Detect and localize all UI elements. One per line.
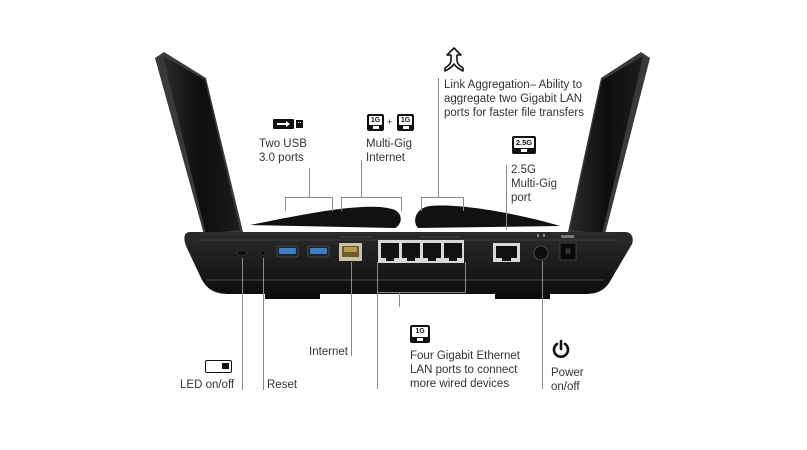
usb-bracket-right (332, 197, 333, 211)
la-bracket-left (421, 197, 422, 211)
usb-icon (273, 119, 303, 129)
usb-line-1: Two USB (259, 138, 307, 150)
port-notch (521, 149, 527, 152)
merge-arrow-icon (443, 46, 465, 72)
1g-label: 1G (412, 327, 428, 337)
power-button (533, 234, 549, 261)
mgi-bracket-left (341, 197, 342, 211)
1g-port-icon: 1G (397, 114, 414, 131)
power-line-1: Power (551, 367, 584, 379)
mgi-line-2: Internet (366, 152, 405, 164)
usb-bracket-left (285, 197, 286, 211)
lan-ports (378, 240, 464, 263)
multigig-internet-bracket (341, 197, 402, 198)
reset-text: Reset (267, 379, 298, 391)
mgi-bracket-right (401, 197, 402, 211)
port-notch (417, 338, 423, 341)
plus-sign: + (387, 117, 393, 127)
mgp-line-2: Multi-Gig (511, 178, 558, 190)
link-agg-line-3: ports for faster file transfers (444, 107, 584, 119)
internet-port (339, 243, 362, 261)
usb-ports (276, 245, 330, 258)
reset-hole (260, 250, 266, 256)
reset-callout-line (263, 258, 264, 390)
power-callout-line (542, 261, 543, 389)
2-5g-port-icon: 2.5G (512, 136, 536, 154)
multigig-internet-text: Multi-Gig Internet (366, 137, 412, 165)
internet-callout-line (351, 262, 352, 356)
multigig-port-text: 2.5G Multi-Gig port (511, 163, 557, 205)
lan-bracket (377, 292, 466, 293)
lan-text: Four Gigabit Ethernet LAN ports to conne… (410, 349, 520, 391)
led-text: LED on/off (180, 379, 235, 391)
1g-label: 1G (369, 116, 382, 125)
link-agg-line-2: aggregate two Gigabit LAN (444, 93, 583, 105)
usb-text: Two USB 3.0 ports (259, 137, 307, 165)
usb-bracket (285, 197, 333, 198)
power-icon (551, 339, 571, 359)
power-jack (559, 235, 577, 261)
multigig-port (493, 243, 520, 262)
usb-callout-line (309, 168, 310, 198)
1g-port-icon: 1G (410, 325, 430, 343)
lan-line-1: Four Gigabit Ethernet (410, 350, 520, 362)
link-agg-text: Link Aggregation– Ability to aggregate t… (444, 78, 584, 120)
usb-line-2: 3.0 ports (259, 152, 304, 164)
lan-bracket-right (465, 262, 466, 293)
link-agg-bracket (421, 197, 464, 198)
power-line-2: on/off (551, 381, 580, 393)
la-bracket-right (463, 197, 464, 211)
mgp-line-1: 2.5G (511, 164, 536, 176)
port-notch (402, 126, 409, 129)
led-switch (237, 250, 247, 256)
left-antenna (155, 52, 243, 238)
mgp-line-3: port (511, 192, 531, 204)
link-agg-line-1: Link Aggregation– Ability to (444, 79, 583, 91)
mgi-line-1: Multi-Gig (366, 138, 413, 150)
lan-line-2: LAN ports to connect (410, 364, 518, 376)
lan-line-3: more wired devices (410, 378, 510, 390)
power-text: Power on/off (551, 366, 584, 394)
link-agg-callout-line (438, 78, 439, 198)
2-5g-label: 2.5G (514, 138, 534, 148)
port-notch (372, 126, 379, 129)
toggle-switch-icon (205, 360, 232, 373)
internet-text: Internet (309, 346, 348, 358)
multigig-internet-callout-line (361, 160, 362, 198)
1g-port-icon: 1G (367, 114, 384, 131)
1g-label: 1G (399, 116, 412, 125)
multigig-port-callout-line (506, 165, 507, 230)
led-callout-line (242, 258, 243, 390)
right-antenna (568, 52, 650, 238)
lan-callout-line (399, 292, 400, 307)
lan-bracket-left (377, 262, 378, 389)
